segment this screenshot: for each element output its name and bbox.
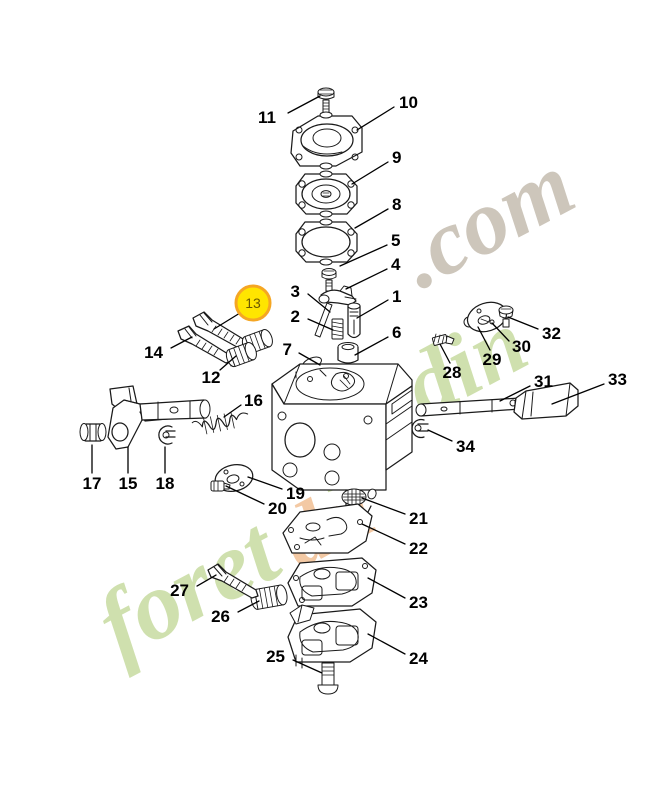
part-28-choke-stop-screw bbox=[431, 333, 455, 346]
callout-label-5: 5 bbox=[391, 231, 400, 250]
callout-label-2: 2 bbox=[291, 307, 300, 326]
part-4-inlet-control-lever bbox=[318, 285, 357, 306]
callout-numbers: 11 10 9 8 5 4 3 2 1 6 7 14 12 16 17 15 1… bbox=[83, 93, 627, 668]
callout-label-27: 27 bbox=[170, 581, 189, 600]
callout-label-18: 18 bbox=[156, 474, 175, 493]
callout-label-9: 9 bbox=[392, 148, 401, 167]
part-21-fuel-strainer-screen bbox=[341, 488, 367, 506]
callout-label-26: 26 bbox=[211, 607, 230, 626]
callout-label-31: 31 bbox=[534, 372, 553, 391]
highlight-badge-13[interactable]: 13 bbox=[234, 284, 272, 322]
part-1-inlet-needle-valve bbox=[347, 302, 361, 339]
part-31-throttle-shaft bbox=[415, 396, 526, 417]
callout-label-30: 30 bbox=[512, 337, 531, 356]
highlight-number: 13 bbox=[245, 295, 261, 311]
part-17-shaft-collar bbox=[79, 423, 107, 442]
callout-label-20: 20 bbox=[268, 499, 287, 518]
callout-label-1: 1 bbox=[392, 287, 401, 306]
callout-label-12: 12 bbox=[202, 368, 221, 387]
callout-label-28: 28 bbox=[443, 363, 462, 382]
callout-label-34: 34 bbox=[456, 437, 475, 456]
part-23-metering-gasket bbox=[287, 557, 377, 607]
part-26-idle-speed-spring bbox=[250, 584, 288, 610]
callout-label-10: 10 bbox=[399, 93, 418, 112]
part-5-inlet-lever-screw bbox=[321, 268, 337, 292]
callout-leader-lines bbox=[91, 95, 605, 674]
callout-label-11: 11 bbox=[258, 108, 276, 127]
part-32-shutter-screw bbox=[498, 305, 514, 328]
part-9-pump-diaphragm bbox=[295, 170, 358, 218]
callout-label-8: 8 bbox=[392, 195, 401, 214]
part-carburetor-main-body bbox=[271, 363, 413, 518]
callout-label-3: 3 bbox=[291, 282, 300, 301]
callout-label-19: 19 bbox=[286, 484, 305, 503]
part-8-pump-gasket bbox=[295, 218, 358, 266]
callout-label-33: 33 bbox=[608, 370, 627, 389]
callout-label-22: 22 bbox=[409, 539, 428, 558]
highlight-circle[interactable] bbox=[234, 284, 272, 322]
callout-label-21: 21 bbox=[409, 509, 428, 528]
part-27-idle-speed-screw bbox=[207, 563, 259, 599]
part-34-shaft-circlip bbox=[411, 418, 429, 439]
callout-label-25: 25 bbox=[266, 647, 285, 666]
watermark-text-dotcom: .com bbox=[382, 132, 590, 307]
callout-label-4: 4 bbox=[391, 255, 401, 274]
callout-label-7: 7 bbox=[283, 340, 292, 359]
throttle-shaft-bar bbox=[139, 399, 211, 421]
part-3-inlet-lever-pin bbox=[314, 302, 333, 338]
part-16-throttle-return-spring bbox=[191, 412, 249, 435]
callout-label-6: 6 bbox=[392, 323, 401, 342]
part-18-retaining-clip bbox=[158, 425, 176, 445]
callout-label-15: 15 bbox=[119, 474, 138, 493]
part-33-throttle-lever-arm bbox=[513, 382, 579, 420]
part-24-metering-cover bbox=[287, 604, 377, 669]
callout-label-16: 16 bbox=[244, 391, 263, 410]
callout-label-23: 23 bbox=[409, 593, 428, 612]
part-10-fuel-pump-cover bbox=[290, 111, 363, 170]
callout-label-29: 29 bbox=[483, 350, 502, 369]
part-12-adjusting-screw-spring bbox=[225, 329, 273, 368]
part-22-metering-diaphragm bbox=[282, 503, 373, 554]
callout-label-14: 14 bbox=[144, 343, 163, 362]
part-6-nozzle-check-valve bbox=[337, 342, 359, 364]
part-11-pump-cover-screw bbox=[317, 87, 335, 114]
callout-label-17: 17 bbox=[83, 474, 102, 493]
part-25-cover-screw bbox=[317, 662, 339, 695]
callout-label-32: 32 bbox=[542, 324, 561, 343]
callout-label-24: 24 bbox=[409, 649, 428, 668]
part-2-inlet-tension-spring bbox=[331, 318, 344, 340]
part-30-choke-shutter-plate bbox=[466, 301, 508, 333]
